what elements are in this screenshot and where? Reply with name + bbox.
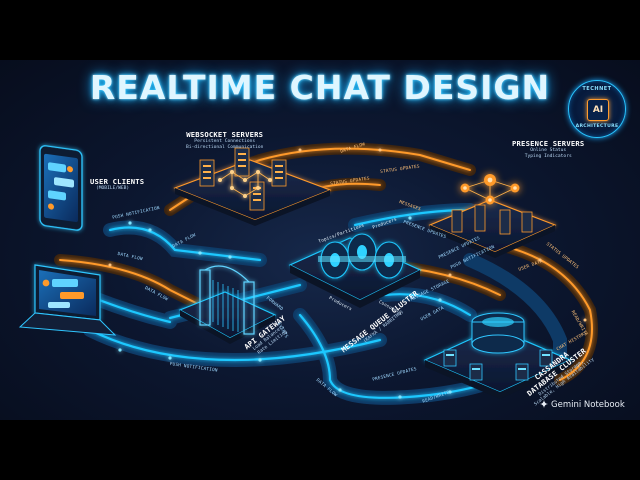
architecture-diagram: [18, 142, 598, 405]
badge-top-text: TECHNET: [582, 86, 612, 92]
page-title: REALTIME CHAT DESIGN: [89, 68, 551, 107]
badge-bottom-text: ARCHITECTURE: [575, 124, 619, 129]
laptop-device: [18, 264, 117, 336]
user-clients-label: USER CLIENTS (MOBILE/WEB): [90, 177, 145, 192]
presence-title: PRESENCE SERVERS: [512, 139, 585, 148]
badge-center-text: AI: [592, 105, 604, 115]
cassandra-node: [423, 312, 572, 399]
presence-label: PRESENCE SERVERS Online Status Typing In…: [512, 139, 585, 159]
presence-sub1: Online Status: [530, 148, 567, 154]
websocket-sub1: Persistent Connections: [194, 139, 256, 145]
diagram-frame: REALTIME CHAT DESIGN TECHNET AI ARCHITEC…: [0, 60, 640, 420]
brand-text: Gemini Notebook: [551, 400, 625, 410]
websocket-title: WEBSOCKET SERVERS: [186, 130, 264, 139]
gemini-notebook-brand: Gemini Notebook: [540, 400, 625, 410]
api-gateway-node: [178, 265, 277, 344]
websocket-label: WEBSOCKET SERVERS Persistent Connections…: [186, 130, 264, 150]
websocket-sub2: Bi-directional Communication: [186, 144, 264, 150]
presence-servers-node: [428, 174, 557, 258]
presence-sub2: Typing Indicators: [524, 153, 572, 159]
gemini-sparkle-icon: [540, 400, 548, 408]
websocket-servers-node: [173, 147, 332, 226]
phone-device: [39, 145, 83, 231]
message-queue-node: [288, 233, 422, 308]
ai-chip-icon: AI: [587, 99, 609, 121]
user-clients-sub: (MOBILE/WEB): [96, 186, 130, 192]
user-clients-title: USER CLIENTS: [90, 177, 145, 186]
technet-badge: TECHNET AI ARCHITECTURE: [568, 80, 626, 138]
